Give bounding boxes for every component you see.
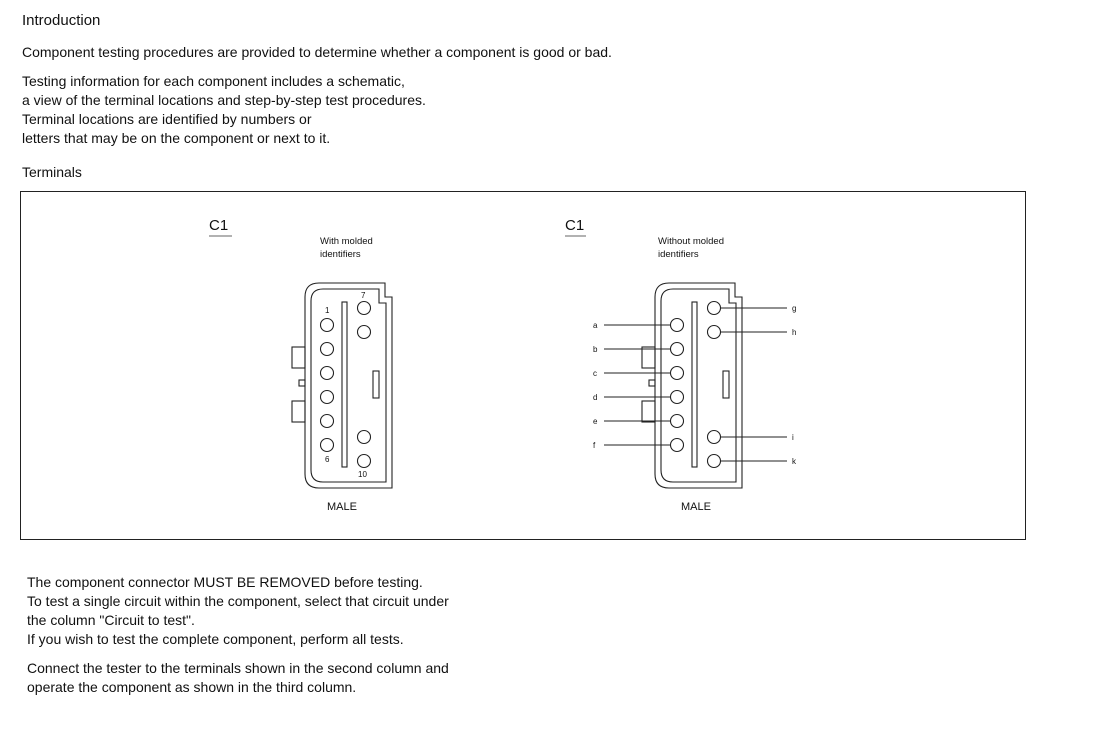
paragraph-line: Terminal locations are identified by num… (22, 111, 312, 127)
pin-letter-label: g (792, 304, 796, 313)
pin-number-label: 1 (325, 306, 330, 315)
paragraph-line: To test a single circuit within the comp… (27, 593, 449, 609)
right-connector-label: C1 (565, 217, 584, 234)
pin-number-label: 10 (358, 470, 367, 479)
pin-letter-label: f (593, 441, 596, 450)
pin-letter-label: d (593, 393, 597, 402)
paragraph-line: operate the component as shown in the th… (27, 679, 357, 695)
terminals-heading: Terminals (22, 164, 82, 180)
left-connector: C1 With molded identifiers (209, 217, 393, 513)
left-connector-gender: MALE (327, 501, 357, 513)
instructions-paragraph: The component connector MUST BE REMOVED … (27, 573, 449, 649)
paragraph-line: The component connector MUST BE REMOVED … (27, 574, 423, 590)
left-connector-label: C1 (209, 217, 228, 234)
right-connector-gender: MALE (681, 501, 711, 513)
terminals-diagram: C1 With molded identifiers (209, 217, 797, 513)
pin-letter-label: k (792, 457, 797, 466)
pin-letter-label: a (593, 321, 598, 330)
pin-letter-label: h (792, 328, 796, 337)
paragraph-line: the column "Circuit to test". (27, 612, 195, 628)
introduction-heading: Introduction (22, 12, 101, 29)
pin-number-label: 6 (325, 455, 330, 464)
right-connector: C1 Without molded identifiers (565, 217, 797, 513)
testing-info-paragraph: Testing information for each component i… (22, 72, 426, 148)
left-connector-note: With molded (320, 236, 373, 247)
terminals-diagram-frame: C1 With molded identifiers (20, 191, 1026, 540)
right-connector-note: Without molded (658, 236, 724, 247)
right-connector-note: identifiers (658, 249, 699, 260)
pin-letter-label: c (593, 369, 597, 378)
pin-letter-label: b (593, 345, 598, 354)
introduction-paragraph: Component testing procedures are provide… (22, 44, 612, 60)
paragraph-line: Connect the tester to the terminals show… (27, 660, 449, 676)
paragraph-line: Testing information for each component i… (22, 73, 405, 89)
paragraph-line: If you wish to test the complete compone… (27, 631, 404, 647)
pin-letter-label: e (593, 417, 598, 426)
left-connector-note: identifiers (320, 249, 361, 260)
paragraph-line: letters that may be on the component or … (22, 130, 331, 146)
paragraph-line: a view of the terminal locations and ste… (22, 92, 426, 108)
tester-paragraph: Connect the tester to the terminals show… (27, 659, 449, 697)
pin-letter-label: i (792, 433, 794, 442)
pin-number-label: 7 (361, 291, 366, 300)
